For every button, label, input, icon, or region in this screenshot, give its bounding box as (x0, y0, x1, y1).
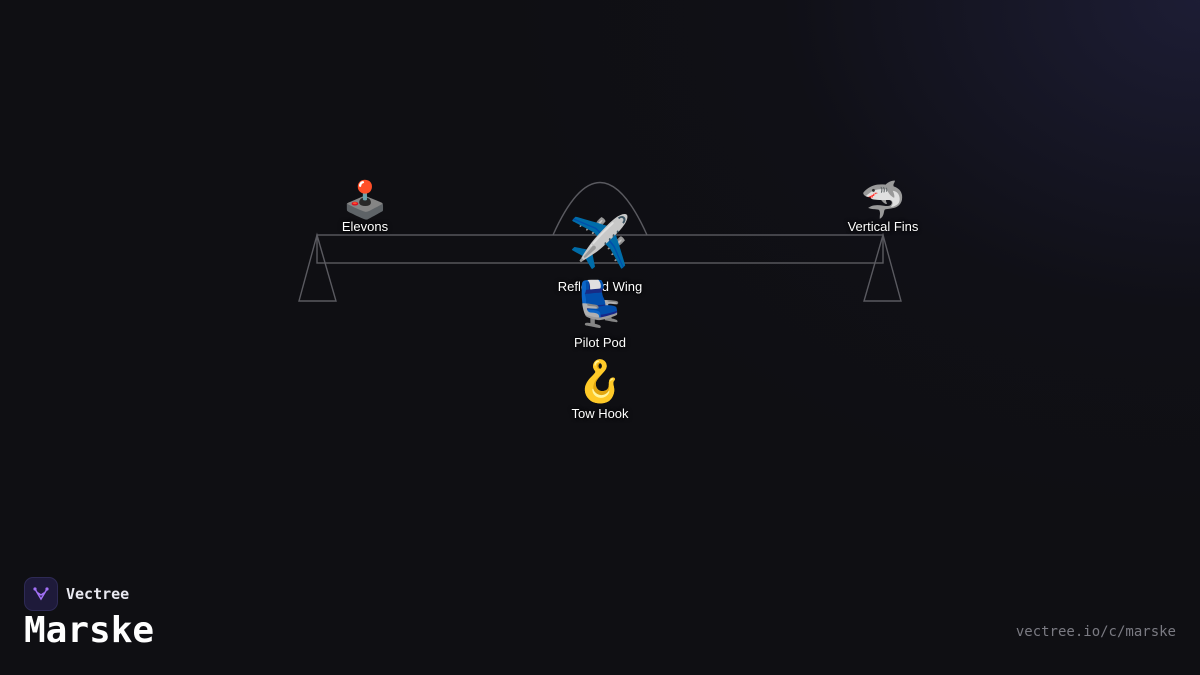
right-wingtip (863, 232, 902, 302)
node-elevons[interactable]: 🕹️ Elevons (341, 180, 389, 235)
node-label-vertical-fins: Vertical Fins (847, 219, 919, 234)
node-label-pilot-pod: Pilot Pod (573, 335, 627, 350)
node-label-elevons: Elevons (341, 219, 389, 234)
node-label-tow-hook: Tow Hook (571, 406, 629, 421)
node-pilot-pod[interactable]: 💺 Pilot Pod (572, 279, 628, 351)
airplane-icon: ✈️ (568, 213, 632, 271)
brand[interactable]: Vectree (24, 577, 129, 611)
node-vertical-fins[interactable]: 🦈 Vertical Fins (847, 180, 919, 235)
node-label-reflexed-wing: Reflexed Wing (557, 279, 643, 294)
node-tow-hook[interactable]: 🪝 Tow Hook (571, 362, 628, 421)
page-title: Marske (24, 610, 155, 651)
hook-icon: 🪝 (575, 359, 625, 405)
brand-name: Vectree (66, 585, 130, 603)
node-reflexed-wing[interactable]: ✈️ Reflexed Wing (558, 217, 643, 294)
seat-icon: 💺 (572, 279, 628, 330)
vectree-logo-icon (24, 577, 58, 611)
canopy-arc (552, 181, 648, 236)
joystick-icon: 🕹️ (342, 180, 388, 221)
shark-icon: 🦈 (860, 180, 906, 221)
left-wingtip (298, 232, 337, 302)
wing-bar (316, 234, 884, 264)
page-url[interactable]: vectree.io/c/marske (1015, 624, 1176, 640)
